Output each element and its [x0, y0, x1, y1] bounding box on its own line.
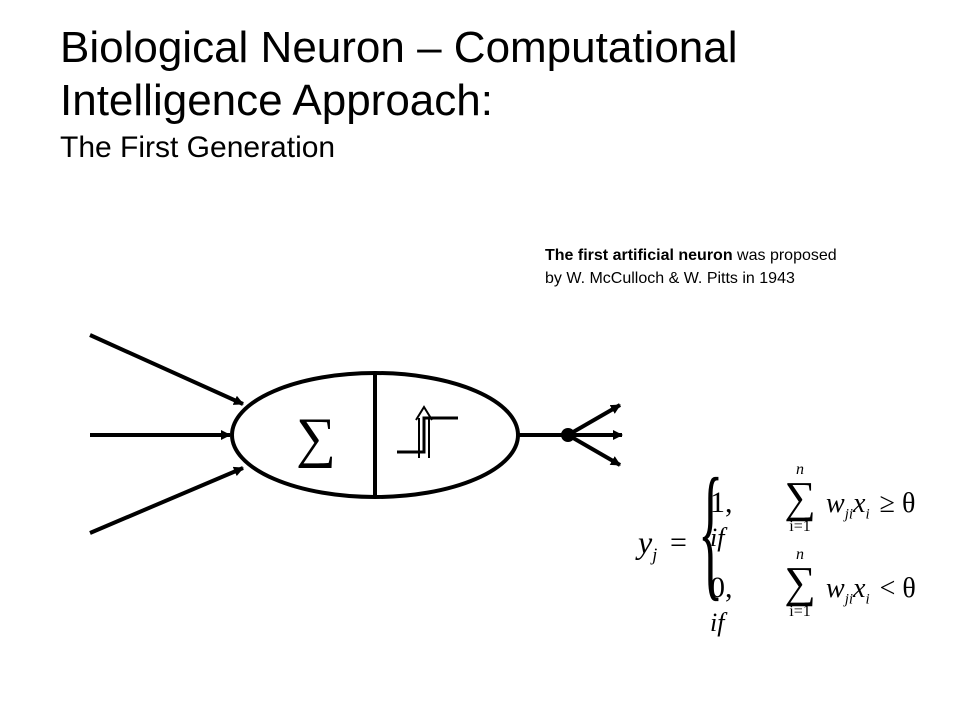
- weighted-sum-2: wjixi< θ: [826, 573, 916, 608]
- title-line-1: Biological Neuron – Computational: [60, 23, 738, 72]
- slide-title: Biological Neuron – Computational Intell…: [60, 22, 738, 166]
- note-rest: was proposed by W. McCulloch & W. Pitts …: [545, 247, 837, 288]
- note-bold: The first artificial neuron: [545, 247, 733, 264]
- sum-symbol: ∑: [296, 407, 336, 469]
- summation-1: n ∑ i=1: [784, 461, 816, 536]
- output-arrow-1: [567, 403, 621, 437]
- step-arrow-icon: [415, 405, 433, 458]
- equals-sign: =: [670, 526, 687, 559]
- mcculloch-pitts-equation: yj = { 1, if n ∑ i=1 wjixi≥ θ 0, if n ∑ …: [638, 448, 916, 637]
- slide-subtitle: The First Generation: [60, 130, 336, 164]
- step-function-icon: [397, 416, 458, 454]
- neuron-note: The first artificial neuron was proposed…: [545, 244, 845, 290]
- input-arrow-1: [89, 333, 244, 406]
- title-line-2: Intelligence Approach:: [60, 75, 493, 125]
- equation-lhs: yj: [638, 524, 658, 565]
- weighted-sum-1: wjixi≥ θ: [826, 488, 916, 523]
- summation-2: n ∑ i=1: [784, 546, 816, 621]
- case-brace: {: [698, 448, 724, 614]
- output-arrow-3: [567, 433, 621, 467]
- input-arrow-3: [89, 466, 244, 535]
